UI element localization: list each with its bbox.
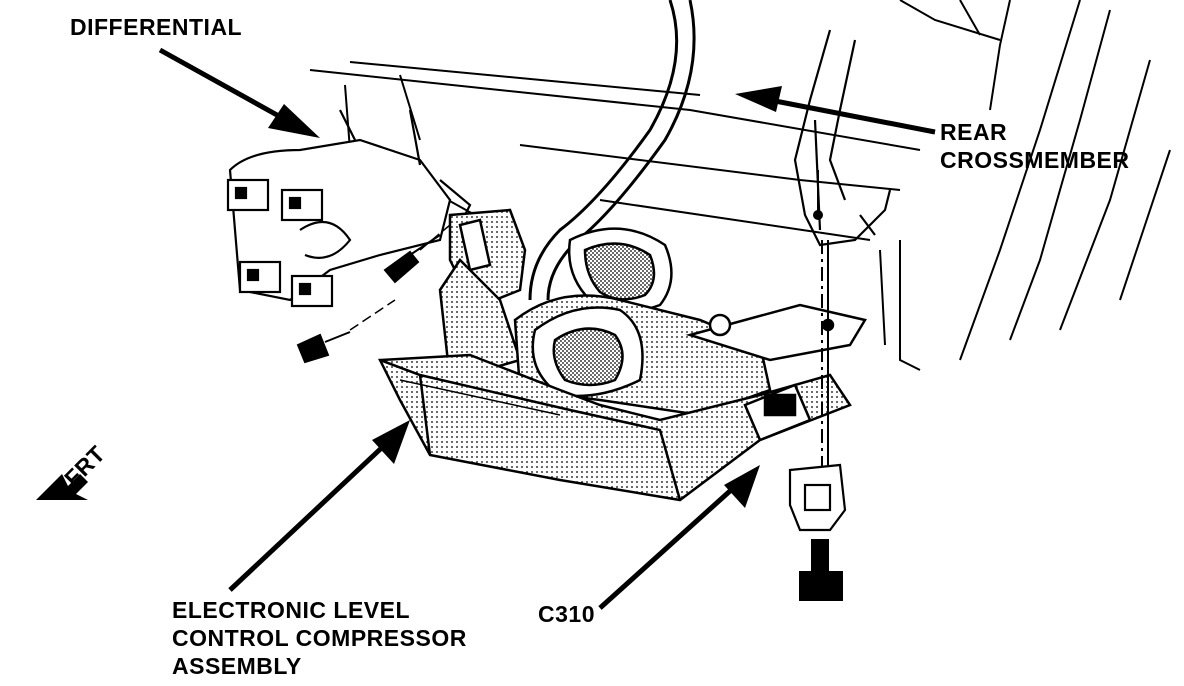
mounting-bolt-bottom bbox=[799, 539, 843, 601]
c310-arrowhead bbox=[724, 465, 760, 508]
differential bbox=[226, 109, 472, 308]
label-rear-crossmember-line-1: REAR bbox=[940, 119, 1007, 145]
differential-leader bbox=[158, 47, 297, 128]
front-direction-arrow bbox=[36, 474, 88, 500]
callout-leaders bbox=[158, 47, 936, 610]
label-c310: C310 bbox=[538, 601, 595, 627]
label-compressor-line-2: CONTROL COMPRESSOR bbox=[172, 625, 467, 651]
callout-arrowheads bbox=[268, 86, 782, 508]
mounting-bolt-lower bbox=[296, 331, 351, 364]
label-rear-crossmember: REAR CROSSMEMBER bbox=[940, 119, 1130, 173]
vehicle-body-outline bbox=[309, 0, 1171, 371]
compressor-arrowhead bbox=[372, 420, 410, 464]
compressor-leader bbox=[228, 438, 392, 592]
label-differential: DIFFERENTIAL bbox=[70, 14, 242, 40]
compressor-assembly bbox=[378, 208, 867, 502]
label-compressor-line-3: ASSEMBLY bbox=[172, 653, 302, 679]
label-rear-crossmember-line-2: CROSSMEMBER bbox=[940, 147, 1130, 173]
differential-arrowhead bbox=[268, 104, 320, 138]
mounting-stud bbox=[813, 170, 829, 470]
air-hose bbox=[528, 0, 696, 301]
label-compressor-line-1: ELECTRONIC LEVEL bbox=[172, 597, 410, 623]
label-compressor-assembly: ELECTRONIC LEVEL CONTROL COMPRESSOR ASSE… bbox=[172, 597, 474, 679]
crossmember-leader bbox=[769, 97, 936, 135]
crossmember-arrowhead bbox=[735, 86, 782, 112]
bolt-centerline bbox=[349, 224, 451, 331]
c310-leader bbox=[598, 480, 742, 610]
mounting-clip bbox=[788, 463, 847, 532]
